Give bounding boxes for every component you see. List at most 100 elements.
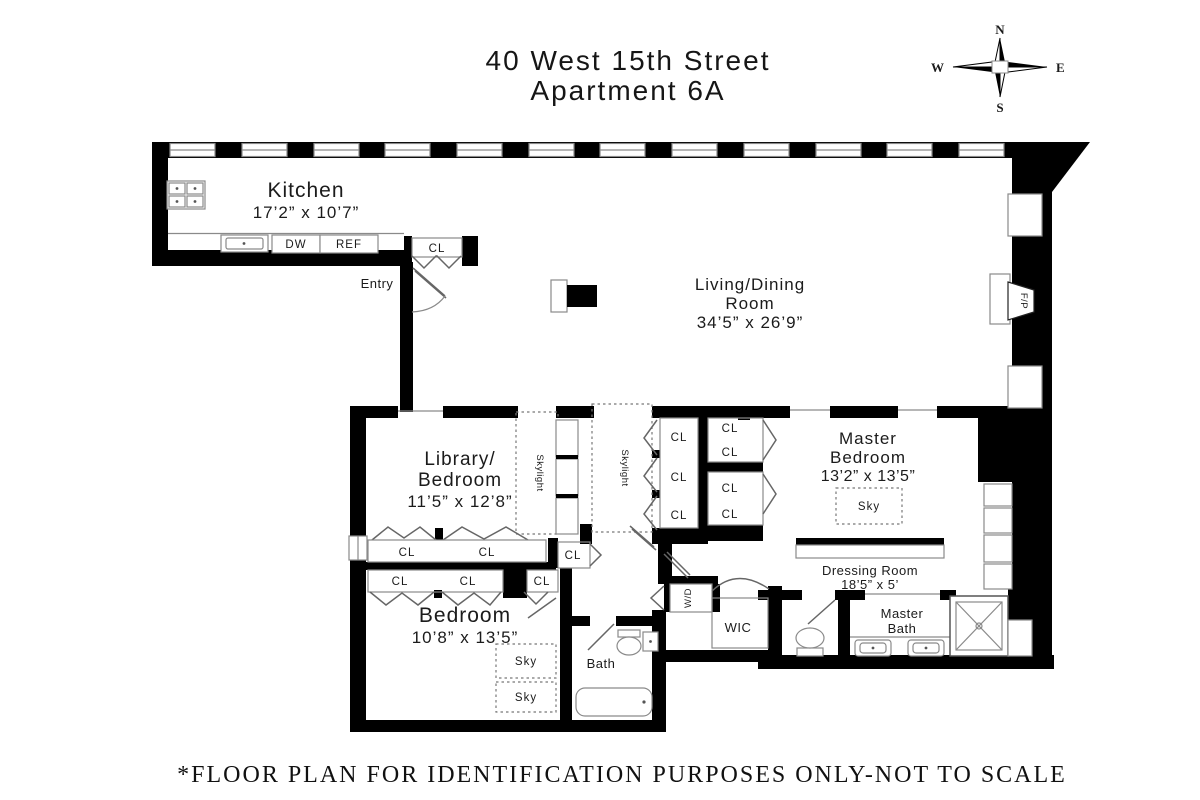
- closet-label: CL: [460, 576, 477, 588]
- library-dims: 11’5” x 12’8”: [407, 492, 512, 511]
- closet-label: CL: [534, 576, 551, 588]
- washer-dryer-icon: W/D: [649, 583, 713, 613]
- closet-label: CL: [399, 547, 416, 559]
- living-room-dims: 34’5” x 26’9”: [697, 313, 804, 332]
- library-bedroom: Library/ Bedroom 11’5” x 12’8” CL CL: [367, 449, 547, 563]
- toilet-icon: [616, 629, 642, 656]
- bathtub-icon: [575, 687, 653, 717]
- sky-label: Sky: [858, 501, 880, 513]
- compass-west-label: W: [931, 60, 944, 75]
- closet-label: CL: [671, 432, 688, 444]
- bedroom-dims: 10’8” x 13’5”: [412, 628, 519, 647]
- bath-label: Bath: [587, 656, 616, 671]
- compass-rose-icon: N S W E: [931, 22, 1065, 115]
- center-closets: CL CL CL CL CL CL CL: [643, 417, 777, 531]
- laundry-wic: W/D WIC: [649, 551, 770, 649]
- dishwasher-label: DW: [285, 239, 306, 251]
- shelving-icon: [555, 419, 579, 535]
- kitchen-dims: 17’2” x 10’7”: [253, 203, 360, 222]
- master-bath-label-2: Bath: [888, 621, 917, 636]
- window-icon: [958, 142, 1005, 158]
- window-icon: [528, 142, 575, 158]
- closet-label: CL: [565, 550, 582, 562]
- entry-label: Entry: [361, 276, 394, 291]
- library-label-2: Bedroom: [418, 470, 502, 491]
- refrigerator-label: REF: [336, 239, 362, 251]
- refrigerator: REF: [319, 234, 379, 254]
- entry: CL Entry: [361, 237, 463, 313]
- window-icon: [815, 142, 862, 158]
- entry-closet-label: CL: [429, 243, 446, 255]
- bath: Bath: [575, 623, 659, 717]
- kitchen-label: Kitchen: [267, 179, 344, 202]
- master-bedroom: Master Bedroom 13’2” x 13’5” Sky: [821, 429, 1013, 590]
- compass-east-label: E: [1056, 60, 1065, 75]
- plan-title: 40 West 15th Street Apartment 6A: [486, 45, 771, 106]
- disclaimer: *FLOOR PLAN FOR IDENTIFICATION PURPOSES …: [177, 762, 1067, 788]
- skylights: Skylight Skylight: [515, 403, 653, 535]
- living-dining-room: F/P Living/Dining Room 34’5” x 26’9”: [550, 193, 1043, 409]
- skylight-label: Skylight: [534, 454, 545, 491]
- closet-label: CL: [722, 447, 739, 459]
- wall-niche: [1007, 193, 1043, 237]
- kitchen-sink-icon: [220, 234, 269, 253]
- address-line: 40 West 15th Street: [486, 45, 771, 76]
- master-bedroom-label-2: Bedroom: [830, 448, 906, 467]
- column-icon: [550, 279, 597, 313]
- window-icon: [169, 142, 216, 158]
- wic: WIC: [711, 577, 770, 649]
- closet-label: CL: [671, 510, 688, 522]
- master-toilet-icon: [795, 599, 836, 657]
- hallway: CL: [557, 525, 657, 569]
- window-icon: [671, 142, 718, 158]
- closet-label: CL: [479, 547, 496, 559]
- wic-label: WIC: [725, 620, 752, 635]
- wall-shelves: [983, 483, 1013, 590]
- skylight-shaft: [591, 403, 653, 533]
- dressing-closet-icon: [795, 538, 945, 559]
- master-bath: Master Bath: [795, 595, 1033, 657]
- master-bath-label-1: Master: [881, 606, 924, 621]
- window-icon: [886, 142, 933, 158]
- washer-dryer-label: W/D: [683, 588, 694, 608]
- master-bedroom-dims: 13’2” x 13’5”: [821, 468, 916, 485]
- fireplace-icon: F/P: [989, 273, 1035, 325]
- shower-icon: [949, 595, 1009, 657]
- vanity-sink-icon: [854, 639, 892, 657]
- wic-door: [711, 577, 770, 592]
- bath-sink-icon: [642, 631, 659, 652]
- hall-door: [629, 525, 655, 548]
- kitchen: DW REF Kitchen 17’2” x 10’7”: [166, 179, 404, 254]
- apartment-line: Apartment 6A: [530, 75, 725, 106]
- corridor-door: [663, 553, 689, 579]
- closet-label: CL: [671, 472, 688, 484]
- bath-door: [587, 623, 615, 651]
- wall-niche: [1007, 365, 1043, 409]
- walls: [152, 142, 1090, 732]
- window-icon: [384, 142, 431, 158]
- stove-icon: [166, 180, 206, 210]
- window-icon: [241, 142, 288, 158]
- bedroom-label: Bedroom: [419, 604, 511, 627]
- window-row: [169, 142, 1005, 561]
- closet-label: CL: [722, 423, 739, 435]
- sky-light: [495, 681, 557, 713]
- dressing-room: Dressing Room 18’5” x 5’: [795, 538, 945, 592]
- sky-label: Sky: [515, 692, 537, 704]
- dishwasher: DW: [271, 234, 321, 254]
- closet-row-upper: CL CL: [367, 526, 547, 563]
- window-icon: [348, 535, 368, 561]
- closet-label: CL: [722, 483, 739, 495]
- bedroom: CL CL CL Bedroom 10’8” x 13’5” Sky Sky: [367, 569, 559, 713]
- master-bedroom-label-1: Master: [839, 429, 897, 448]
- vanity-sink-icon: [907, 639, 945, 657]
- closet-label: CL: [392, 576, 409, 588]
- living-room-label-2: Room: [725, 294, 774, 313]
- compass-north-label: N: [995, 22, 1005, 37]
- wall-niche: [1007, 619, 1033, 657]
- skylight-label: Skylight: [619, 449, 630, 486]
- dressing-room-label: Dressing Room: [822, 563, 918, 578]
- window-icon: [313, 142, 360, 158]
